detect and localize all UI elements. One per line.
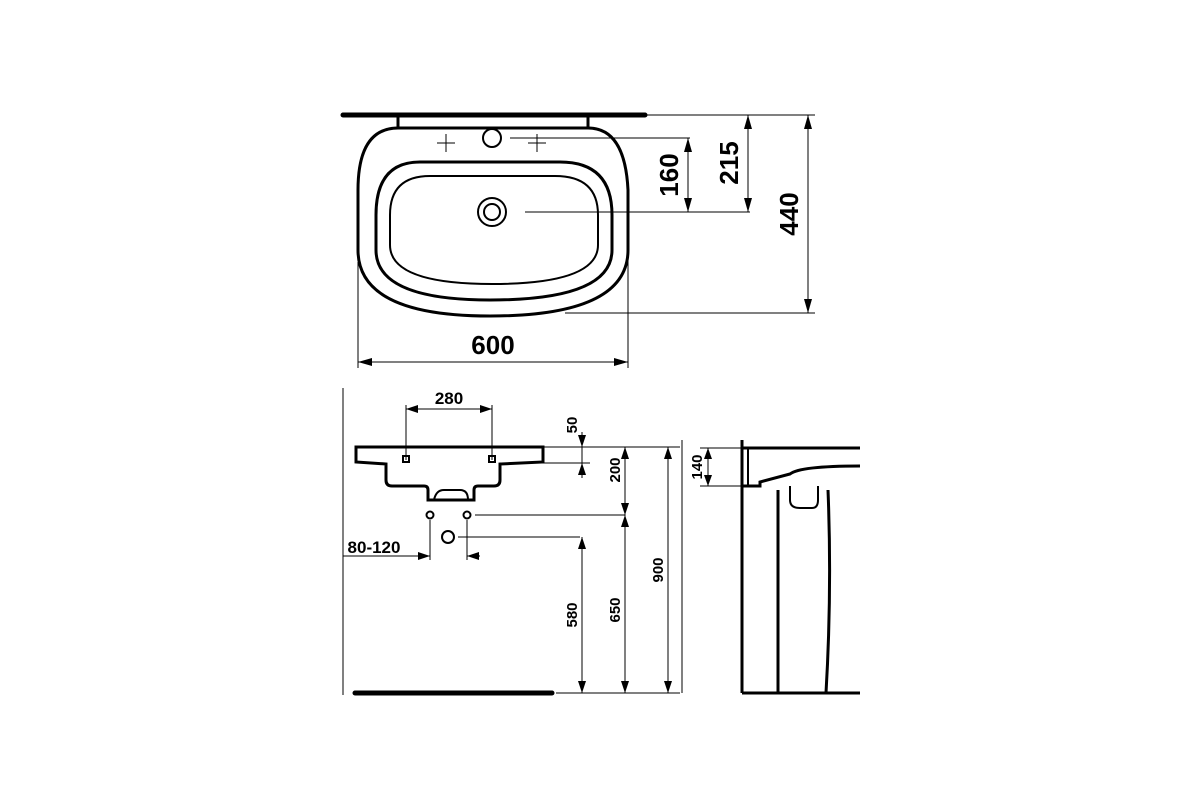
supply-point-left [425,510,435,520]
drain-outer [477,197,507,227]
dim-tap-spacing-label: 280 [435,389,463,408]
side-basin-profile [742,446,861,488]
basin-bowl [389,175,599,286]
dim-hole-depth-label: 160 [654,153,684,196]
basin-front-profile [354,445,545,502]
top-view: 600 160 215 440 [340,112,815,368]
front-view: 280 50 200 80-120 580 65 [342,388,680,696]
dim-side-height-label: 140 [689,454,706,479]
dim-tap-depth-label: 215 [714,141,744,184]
dim-basin-height-label: 200 [607,457,624,482]
pedestal [776,489,832,694]
right-tap-mark [528,134,546,152]
basin-waste-outlet [433,489,469,501]
basin-outer-rim [356,126,630,318]
dim-width-label: 600 [471,330,514,360]
mounting-block [396,117,590,128]
side-view: 140 [681,440,861,695]
dim-rim-height-label: 50 [564,417,581,434]
tap-hole [482,128,502,148]
basin-inner-ring [374,160,614,302]
dim-supply-offset-label: 80-120 [348,538,401,557]
dim-total-depth-label: 440 [774,192,804,235]
dim-rim-to-floor-label: 900 [650,557,667,582]
supply-point-right [462,510,472,520]
dim-waste-height-label: 650 [607,597,624,622]
drain-inner [483,203,501,221]
left-tap-mark [437,134,455,152]
waste-point [441,530,455,544]
dim-supply-height-label: 580 [564,602,581,627]
side-trap [789,486,819,509]
